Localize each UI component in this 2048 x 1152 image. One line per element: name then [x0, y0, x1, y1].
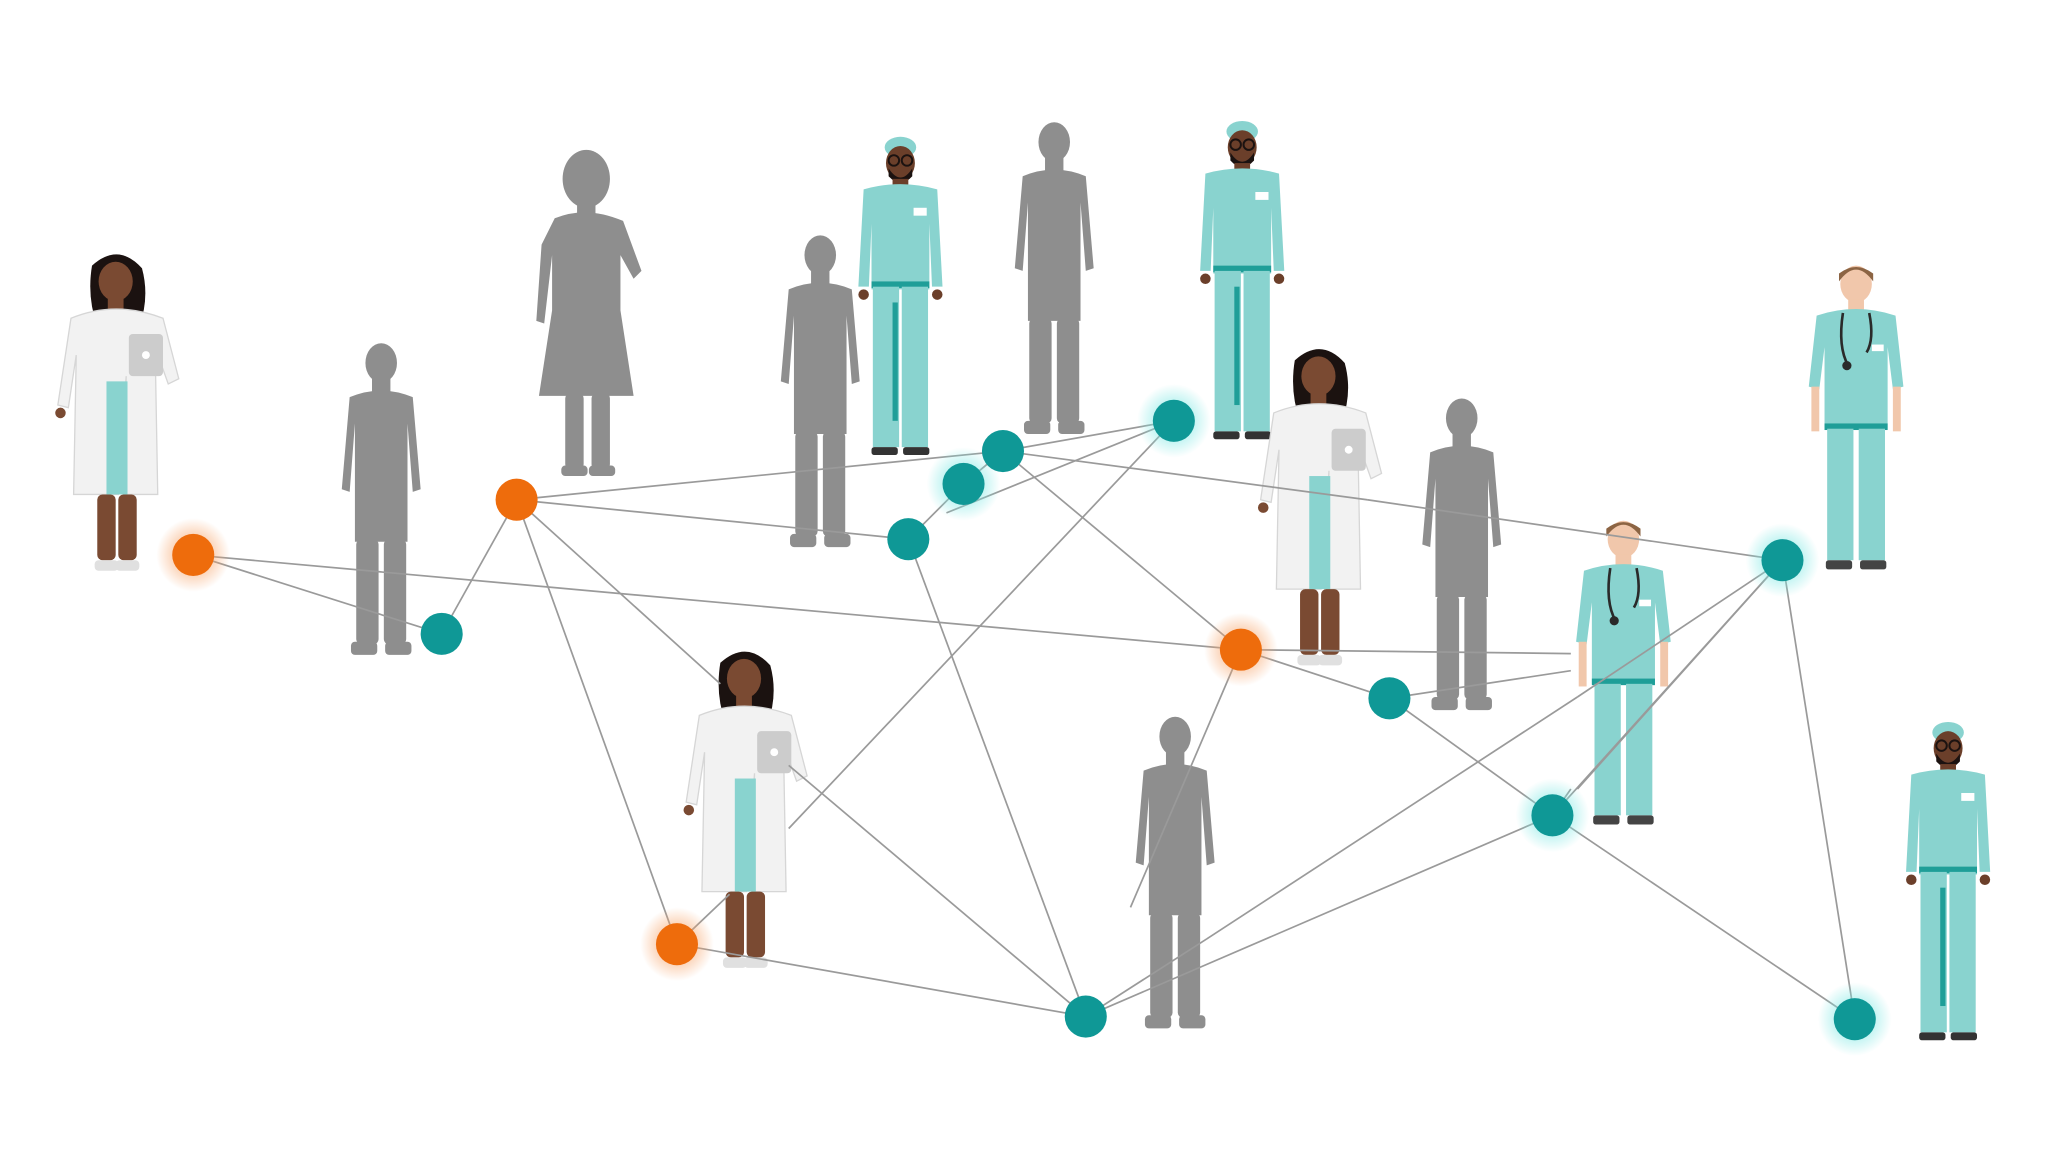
node-orange-3-dot — [1219, 628, 1262, 671]
node-orange-1-dot — [172, 533, 215, 576]
person-silhouette-3 — [780, 235, 860, 548]
network-edge-31 — [788, 764, 1087, 1018]
node-teal-2 — [887, 518, 930, 561]
node-teal-8 — [1745, 523, 1820, 598]
network-edge-27 — [676, 943, 1086, 1018]
network-edge-22 — [1085, 814, 1553, 1018]
network-edge-5 — [516, 450, 1004, 501]
network-edge-1 — [192, 554, 442, 635]
doctor-female-lab-coat-1 — [54, 253, 180, 572]
doctor-female-lab-coat-2 — [1257, 348, 1383, 667]
network-edges — [192, 419, 1856, 1020]
person-silhouette-6 — [1135, 716, 1215, 1029]
network-edge-32 — [1576, 559, 1784, 790]
network-edge-3 — [440, 499, 518, 635]
node-orange-3 — [1204, 612, 1278, 687]
node-teal-1 — [420, 612, 463, 655]
node-teal-3 — [926, 447, 1001, 521]
node-teal-3-dot — [942, 462, 985, 505]
network-edge-17 — [1240, 648, 1571, 655]
network-edge-19 — [1129, 649, 1242, 908]
person-silhouette-1 — [341, 343, 421, 655]
node-orange-2-dot — [495, 478, 538, 521]
node-teal-8-dot — [1761, 539, 1804, 582]
nurse-stethoscope-1 — [1807, 264, 1905, 571]
network-edge-9 — [907, 538, 1087, 1017]
surgeon-male-scrubs-3 — [1905, 720, 1992, 1042]
network-edge-20 — [1389, 669, 1571, 700]
node-teal-4 — [981, 430, 1024, 473]
node-teal-5 — [1137, 384, 1211, 458]
network-edge-25 — [1576, 559, 1783, 698]
network-edge-12 — [1002, 450, 1242, 651]
node-teal-10-dot — [1833, 998, 1876, 1041]
network-nodes — [156, 384, 1892, 1056]
surgeon-male-scrubs-1 — [857, 135, 944, 457]
nurse-stethoscope-2 — [1574, 519, 1673, 826]
node-orange-4 — [640, 907, 714, 982]
node-teal-10 — [1817, 982, 1892, 1056]
node-teal-2-dot — [887, 518, 930, 561]
node-teal-1-dot — [420, 612, 463, 655]
node-teal-7 — [1515, 778, 1590, 853]
node-teal-5-dot — [1152, 399, 1195, 442]
network-edge-15 — [788, 420, 1175, 830]
network-edge-2 — [193, 554, 1241, 651]
network-edge-30 — [1206, 696, 1578, 940]
node-teal-7-dot — [1531, 794, 1574, 837]
node-teal-9 — [1064, 995, 1107, 1038]
network-edge-26 — [1781, 560, 1856, 1020]
person-silhouette-4 — [1014, 122, 1094, 434]
node-teal-9-dot — [1064, 995, 1107, 1038]
network-edge-6 — [515, 499, 678, 945]
node-orange-4-dot — [655, 923, 699, 966]
node-teal-6 — [1368, 677, 1411, 720]
node-teal-6-dot — [1368, 677, 1411, 720]
network-edge-23 — [1551, 814, 1856, 1020]
person-silhouette-5 — [1422, 398, 1502, 711]
surgeon-male-scrubs-2 — [1199, 119, 1286, 441]
node-orange-1 — [156, 518, 231, 592]
node-teal-4-dot — [981, 430, 1024, 473]
node-orange-2 — [495, 478, 538, 521]
network-edge-7 — [516, 499, 721, 685]
network-edge-14 — [1366, 498, 1783, 562]
network-edge-4 — [516, 498, 909, 541]
person-silhouette-2 — [536, 149, 642, 477]
network-edge-29 — [1085, 938, 1208, 1018]
network-edge-13 — [1002, 450, 1368, 501]
